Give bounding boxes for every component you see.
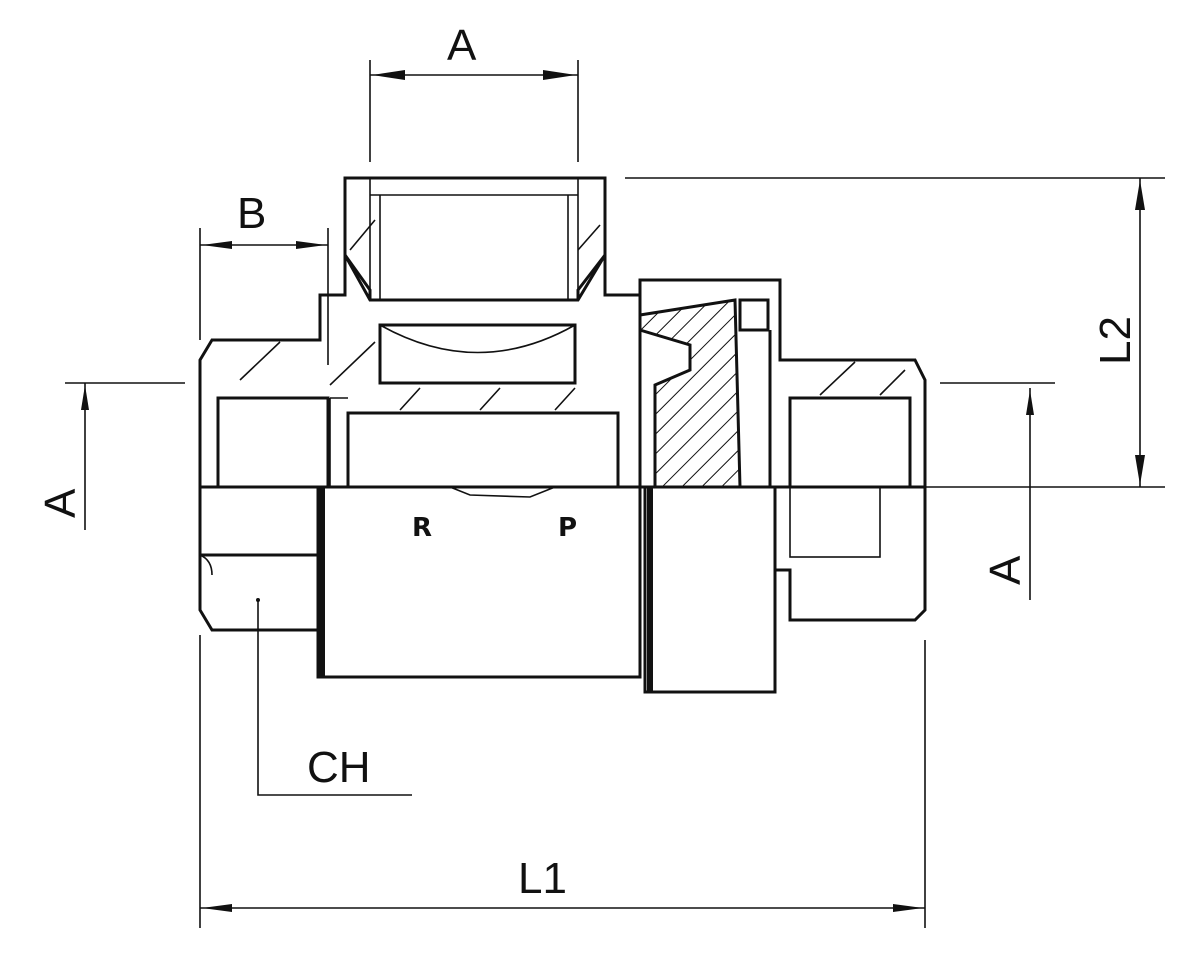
- upper-body: [198, 219, 927, 489]
- label-ch: CH: [307, 743, 371, 792]
- label-left-a: A: [36, 488, 85, 518]
- label-right-a: A: [981, 555, 1030, 585]
- lower-body: R P: [198, 485, 927, 694]
- dimension-l1: L1: [199, 635, 926, 928]
- label-top-a: A: [447, 21, 477, 70]
- dimension-left-a: A: [36, 382, 185, 530]
- marking-p: P: [558, 513, 577, 543]
- dimension-top-a: A: [369, 21, 579, 162]
- label-l2: L2: [1091, 316, 1140, 365]
- label-b: B: [237, 189, 266, 238]
- label-l1: L1: [518, 854, 567, 903]
- top-port: [343, 176, 607, 302]
- dimension-right-a: A: [940, 382, 1055, 600]
- dimension-l2: L2: [625, 177, 1165, 488]
- marking-r: R: [412, 513, 432, 543]
- dimension-ch: CH: [256, 598, 412, 796]
- dimension-b: B: [199, 189, 329, 365]
